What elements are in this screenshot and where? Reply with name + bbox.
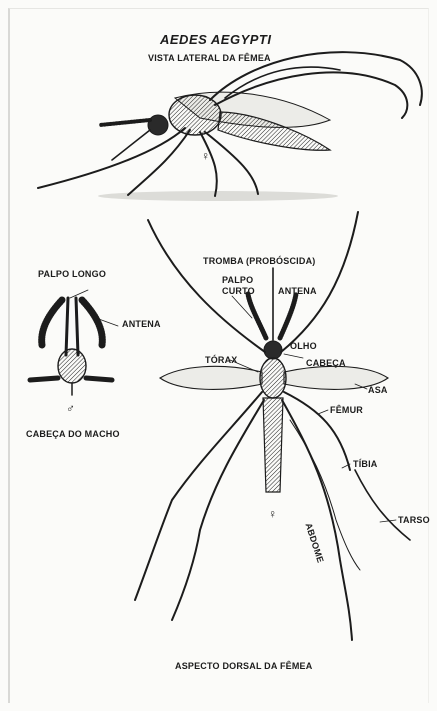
dorsal-leg-front-right	[281, 212, 358, 352]
female-symbol-lateral: ♀	[201, 150, 210, 162]
male-symbol: ♂	[66, 402, 75, 414]
lateral-leg-front	[38, 128, 185, 188]
dorsal-head	[264, 341, 282, 359]
label-antena: ANTENA	[278, 287, 317, 296]
lateral-thorax	[169, 95, 221, 135]
dorsal-leg-mid-left	[135, 392, 262, 600]
male-head	[58, 349, 86, 383]
lateral-view-mosquito	[38, 52, 422, 201]
leader-femur	[318, 410, 328, 414]
lateral-antenna	[100, 120, 150, 125]
female-symbol-dorsal: ♀	[268, 508, 277, 520]
dorsal-thorax	[260, 358, 286, 398]
diagram-subtitle: VISTA LATERAL DA FÊMEA	[148, 54, 271, 63]
label-tarso: TARSO	[398, 516, 430, 525]
dorsal-tarsus	[355, 470, 410, 540]
label-palpo: PALPO	[222, 276, 253, 285]
label-cabeca-do-macho: CABEÇA DO MACHO	[26, 430, 120, 439]
dorsal-antenna-right	[280, 294, 296, 338]
lateral-leg-mid	[200, 132, 217, 196]
label-olho: OLHO	[290, 342, 317, 351]
dorsal-leg-hind-left	[172, 400, 264, 620]
label-curto: CURTO	[222, 287, 255, 296]
male-head-illustration	[30, 298, 112, 395]
label-tromba: TROMBA (PROBÓSCIDA)	[203, 257, 315, 266]
label-palpo-longo: PALPO LONGO	[38, 270, 106, 279]
dorsal-wing-left	[160, 366, 262, 389]
male-antenna-left	[42, 300, 62, 345]
dorsal-abdomen	[263, 398, 283, 492]
label-asa: ASA	[368, 386, 388, 395]
label-antena-macho: ANTENA	[122, 320, 161, 329]
lateral-head	[148, 115, 168, 135]
label-femur: FÊMUR	[330, 406, 363, 415]
male-palp-left	[66, 298, 68, 355]
lateral-proboscis	[112, 130, 150, 160]
ground-shadow	[98, 191, 338, 201]
dorsal-leg-mid-right	[284, 392, 350, 470]
label-aspecto-dorsal: ASPECTO DORSAL DA FÊMEA	[175, 662, 312, 671]
male-antenna-right	[82, 300, 102, 345]
label-torax: TÓRAX	[205, 356, 238, 365]
dorsal-leg-hind-right	[282, 400, 352, 640]
diagram-title: AEDES AEGYPTI	[160, 33, 271, 46]
label-cabeca: CABEÇA	[306, 359, 346, 368]
leader-cabeca	[284, 354, 303, 358]
male-palp-right	[76, 298, 78, 355]
label-tibia: TÍBIA	[353, 460, 378, 469]
leader-palpo-longo	[70, 290, 88, 298]
